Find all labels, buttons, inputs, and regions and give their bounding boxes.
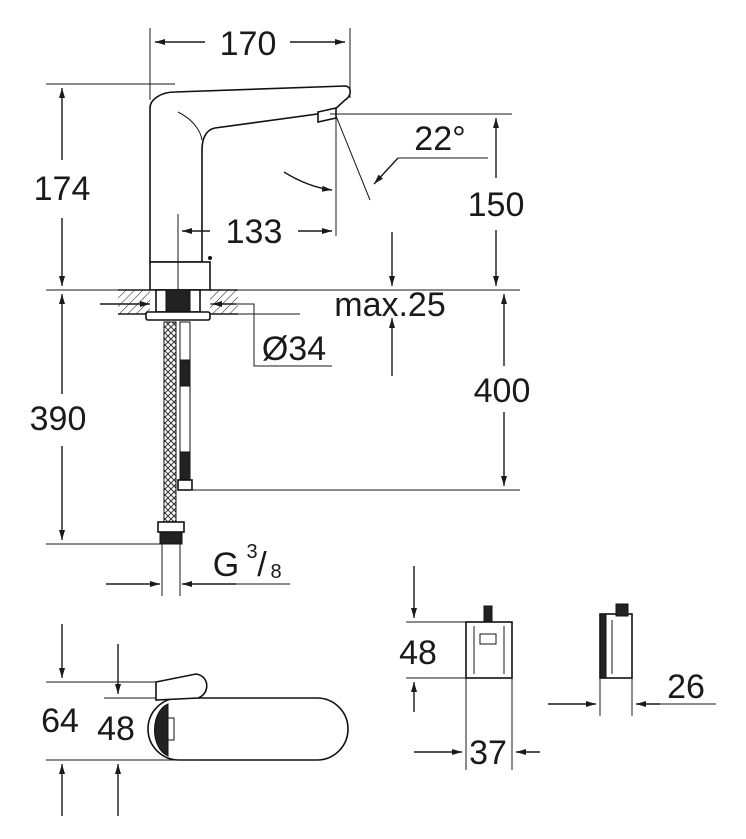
control-box-side bbox=[548, 603, 716, 716]
label-22-degree: 22° bbox=[414, 120, 465, 158]
label-400: 400 bbox=[474, 372, 531, 410]
label-37: 37 bbox=[469, 734, 507, 772]
label-170: 170 bbox=[220, 25, 277, 63]
label-48-box: 48 bbox=[399, 634, 437, 672]
label-thread-denominator: 8 bbox=[270, 561, 281, 583]
countertop-section bbox=[118, 289, 238, 321]
label-diameter-34: Ø34 bbox=[262, 330, 326, 368]
control-box-front bbox=[406, 566, 540, 770]
label-max-25: max.25 bbox=[334, 286, 446, 324]
label-48-top: 48 bbox=[97, 710, 135, 748]
label-150: 150 bbox=[468, 186, 525, 224]
label-64: 64 bbox=[41, 702, 79, 740]
supply-hoses bbox=[157, 321, 193, 545]
label-thread-g: G bbox=[213, 546, 239, 584]
dimension-lines bbox=[46, 28, 520, 596]
label-174: 174 bbox=[34, 170, 91, 208]
label-390: 390 bbox=[30, 400, 87, 438]
label-133: 133 bbox=[226, 213, 283, 251]
label-thread-slash: / bbox=[257, 546, 267, 584]
label-26: 26 bbox=[667, 668, 705, 706]
faucet-top-view bbox=[46, 624, 349, 816]
dimension-labels: 170 174 22° 150 133 max.25 Ø34 390 400 G… bbox=[30, 25, 705, 772]
label-thread-numerator: 3 bbox=[246, 541, 257, 563]
